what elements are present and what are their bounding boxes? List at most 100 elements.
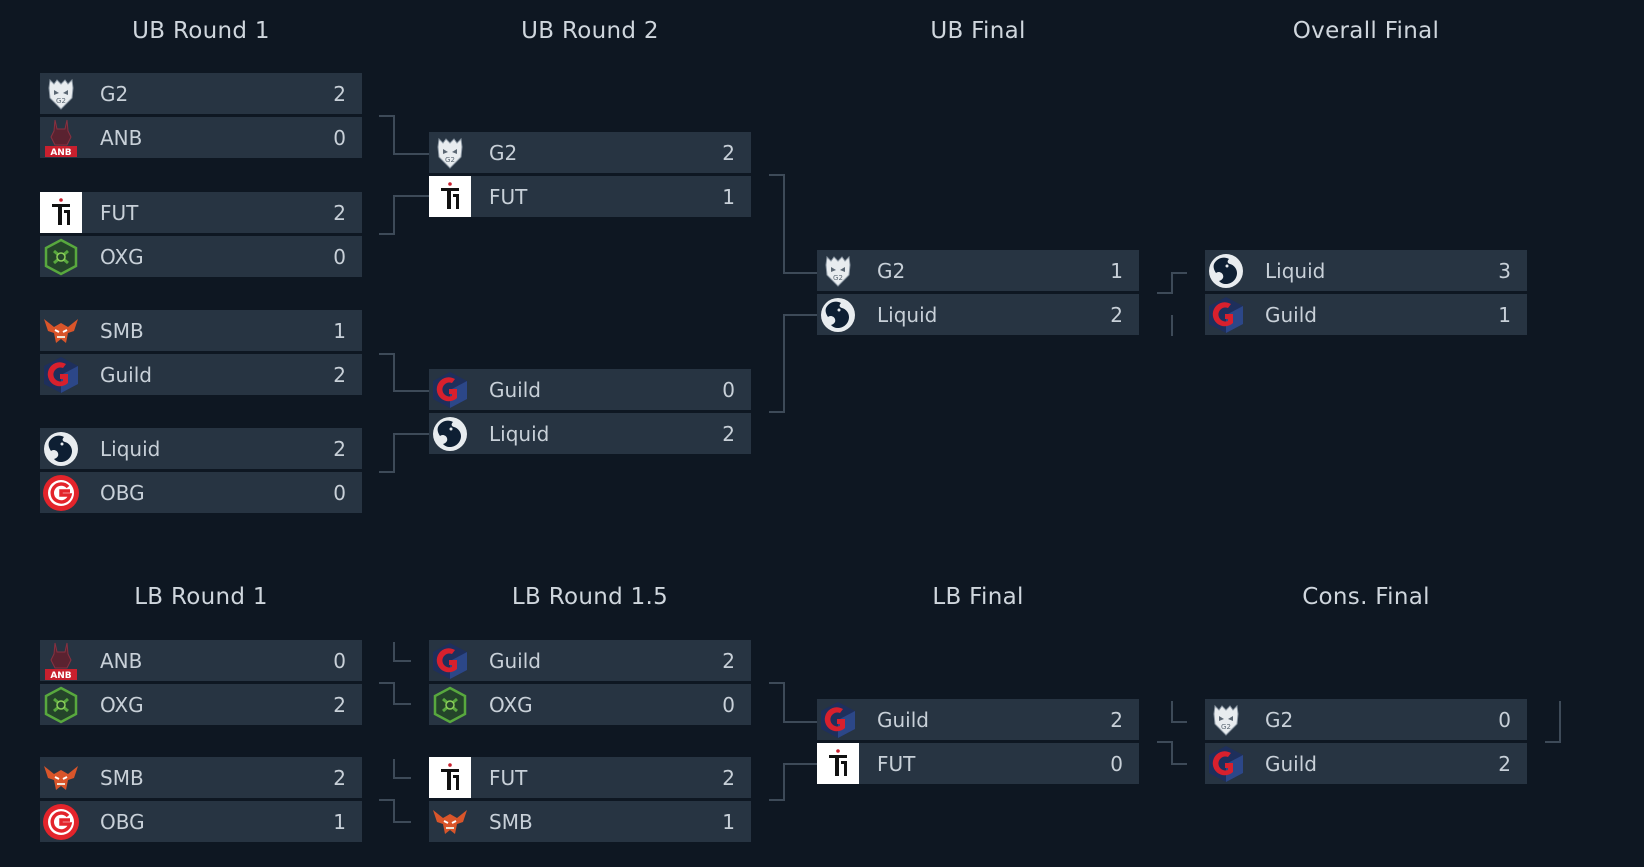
team-score: 1 — [333, 318, 346, 343]
svg-text:G2: G2 — [1221, 723, 1231, 731]
g2-logo: G2 — [40, 73, 82, 114]
svg-text:ANB: ANB — [50, 671, 71, 681]
column-title-lb-round-1: LB Round 1 — [134, 584, 268, 610]
g2-logo: G2 — [429, 132, 471, 173]
team-score: 0 — [1498, 707, 1511, 732]
guild-logo — [1205, 294, 1247, 335]
team-name: FUT — [877, 751, 916, 776]
team-score: 2 — [333, 765, 346, 790]
guild-logo — [1205, 743, 1247, 784]
connector — [379, 799, 411, 823]
team-score: 0 — [333, 648, 346, 673]
team-score: 0 — [722, 377, 735, 402]
connector — [393, 642, 411, 662]
team-name: FUT — [100, 200, 139, 225]
oxg-logo — [40, 236, 82, 277]
team-score: 0 — [333, 125, 346, 150]
fut-logo — [429, 176, 471, 217]
team-score: 2 — [722, 765, 735, 790]
obg-logo — [40, 801, 82, 842]
team-score: 2 — [1110, 302, 1123, 327]
connector — [1171, 701, 1187, 723]
team-score: 2 — [722, 648, 735, 673]
connector — [393, 759, 411, 779]
smb-logo — [40, 310, 82, 351]
team-score: 2 — [333, 362, 346, 387]
liquid-logo — [429, 413, 471, 454]
team-row[interactable]: SMB 2 — [40, 757, 362, 798]
team-score: 0 — [722, 692, 735, 717]
team-name: OXG — [100, 244, 144, 269]
guild-logo — [429, 640, 471, 681]
team-name: G2 — [489, 140, 518, 165]
column-title-lb-round-1-5: LB Round 1.5 — [511, 584, 669, 610]
team-score: 2 — [333, 692, 346, 717]
anb-logo: ANB — [40, 640, 82, 681]
team-row[interactable]: OXG 0 — [429, 684, 751, 725]
team-name: OXG — [100, 692, 144, 717]
team-name: Liquid — [1265, 258, 1326, 283]
column-title-ub-final: UB Final — [930, 18, 1026, 44]
team-row[interactable]: Liquid 3 — [1205, 250, 1527, 291]
team-row[interactable]: Liquid 2 — [40, 428, 362, 469]
team-name: Guild — [1265, 751, 1317, 776]
connector — [769, 763, 817, 801]
team-name: Guild — [100, 362, 152, 387]
fut-logo — [40, 192, 82, 233]
anb-logo: ANB — [40, 117, 82, 158]
fut-logo — [817, 743, 859, 784]
column-title-lb-final: LB Final — [932, 584, 1024, 610]
team-row[interactable]: OXG 2 — [40, 684, 362, 725]
team-name: OXG — [489, 692, 533, 717]
connector — [379, 433, 429, 473]
guild-logo — [817, 699, 859, 740]
connector — [769, 314, 817, 413]
team-score: 3 — [1498, 258, 1511, 283]
team-name: Liquid — [100, 436, 161, 461]
team-score: 1 — [1110, 258, 1123, 283]
connector — [769, 174, 817, 274]
team-score: 0 — [1110, 751, 1123, 776]
connector — [379, 353, 429, 392]
team-row[interactable]: FUT 0 — [817, 743, 1139, 784]
liquid-logo — [1205, 250, 1247, 291]
connector — [1157, 741, 1187, 765]
team-name: SMB — [100, 765, 144, 790]
liquid-logo — [817, 294, 859, 335]
svg-text:G2: G2 — [445, 156, 455, 164]
team-score: 2 — [722, 421, 735, 446]
svg-text:G2: G2 — [56, 97, 66, 105]
guild-logo — [40, 354, 82, 395]
team-score: 2 — [333, 436, 346, 461]
team-row[interactable]: Guild 2 — [40, 354, 362, 395]
